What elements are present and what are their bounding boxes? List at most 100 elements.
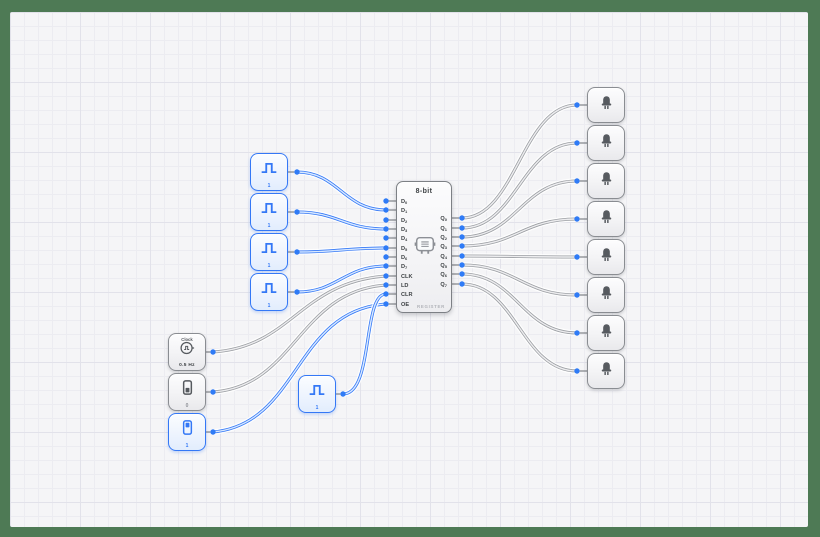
led-icon: [596, 358, 617, 384]
wire-switch-0-to-register-LD[interactable]: [210, 282, 389, 395]
register-input-pin-label: CLR: [401, 291, 413, 298]
led-3[interactable]: [587, 163, 625, 199]
led-1[interactable]: [587, 87, 625, 123]
pulse-icon: [258, 157, 280, 184]
connection-node-dot[interactable]: [383, 291, 389, 297]
pulse-button-clr[interactable]: 1: [298, 375, 336, 413]
pulse-value-label: 1: [315, 404, 319, 411]
pulse-button-2[interactable]: 1: [250, 193, 288, 231]
register-output-pin-label: Q0: [440, 215, 447, 222]
connection-node-dot[interactable]: [574, 330, 580, 336]
wire-register-Q7-to-led-8[interactable]: [459, 281, 580, 374]
connection-node-dot[interactable]: [574, 254, 580, 260]
register-output-pin-label: Q2: [440, 234, 447, 241]
wire-pulse-clr-to-register-CLR[interactable]: [340, 291, 389, 397]
connection-node-dot[interactable]: [383, 254, 389, 260]
pulse-icon: [258, 277, 280, 304]
toggle-switch-1[interactable]: 1: [168, 413, 206, 451]
connection-node-dot[interactable]: [383, 217, 389, 223]
register-output-pin-label: Q3: [440, 243, 447, 250]
wire-clock-to-register-CLK[interactable]: [210, 273, 389, 355]
wire-pulse-input-4-to-register-D7[interactable]: [294, 263, 389, 295]
connection-node-dot[interactable]: [459, 243, 465, 249]
connection-node-dot[interactable]: [294, 209, 300, 215]
wire-register-Q4-to-led-5[interactable]: [459, 253, 580, 260]
led-4[interactable]: [587, 201, 625, 237]
connection-node-dot[interactable]: [383, 263, 389, 269]
toggle-switch-0[interactable]: 0: [168, 373, 206, 411]
connection-node-dot[interactable]: [459, 225, 465, 231]
wire-pulse-input-1-to-register-D1[interactable]: [294, 169, 389, 213]
pulse-icon: [258, 197, 280, 224]
connection-node-dot[interactable]: [574, 216, 580, 222]
connection-node-dot[interactable]: [294, 289, 300, 295]
wire-register-Q3-to-led-4[interactable]: [459, 216, 580, 249]
switch-value-label: 1: [185, 442, 189, 449]
wire-pulse-input-2-to-register-D3[interactable]: [294, 209, 389, 232]
led-icon: [596, 130, 617, 156]
register-input-pin-label: D0: [401, 198, 408, 205]
connection-node-dot[interactable]: [383, 198, 389, 204]
connection-node-dot[interactable]: [210, 349, 216, 355]
clock-component[interactable]: Clock 0.5 Hz: [168, 333, 206, 371]
connection-node-dot[interactable]: [574, 368, 580, 374]
connection-node-dot[interactable]: [574, 102, 580, 108]
connection-node-dot[interactable]: [383, 301, 389, 307]
register-output-pin-label: Q4: [440, 253, 447, 260]
connection-node-dot[interactable]: [459, 281, 465, 287]
register-input-pin-label: D4: [401, 235, 408, 242]
wire-pulse-input-3-to-register-D5[interactable]: [294, 245, 389, 255]
connection-node-dot[interactable]: [459, 271, 465, 277]
connection-node-dot[interactable]: [383, 226, 389, 232]
led-5[interactable]: [587, 239, 625, 275]
connection-node-dot[interactable]: [459, 262, 465, 268]
led-7[interactable]: [587, 315, 625, 351]
wire-register-Q2-to-led-3[interactable]: [459, 178, 580, 240]
clock-frequency: 0.5 Hz: [179, 362, 195, 368]
connection-node-dot[interactable]: [383, 245, 389, 251]
wire-switch-1-to-register-OE[interactable]: [210, 301, 389, 435]
connection-node-dot[interactable]: [574, 292, 580, 298]
pulse-button-1[interactable]: 1: [250, 153, 288, 191]
led-6[interactable]: [587, 277, 625, 313]
clock-waveform-icon: [177, 338, 197, 363]
led-8[interactable]: [587, 353, 625, 389]
connection-node-dot[interactable]: [574, 140, 580, 146]
connection-node-dot[interactable]: [459, 215, 465, 221]
led-2[interactable]: [587, 125, 625, 161]
connection-node-dot[interactable]: [383, 235, 389, 241]
register-input-pin-label: CLK: [401, 273, 413, 280]
wire-register-Q0-to-led-1[interactable]: [459, 102, 580, 221]
wire-register-Q6-to-led-7[interactable]: [459, 271, 580, 336]
register-output-pin-label: Q6: [440, 271, 447, 278]
connection-node-dot[interactable]: [294, 169, 300, 175]
led-icon: [596, 206, 617, 232]
pulse-button-4[interactable]: 1: [250, 273, 288, 311]
pulse-button-3[interactable]: 1: [250, 233, 288, 271]
wire-register-Q1-to-led-2[interactable]: [459, 140, 580, 231]
register-output-pin-label: Q7: [440, 281, 447, 288]
connection-node-dot[interactable]: [210, 429, 216, 435]
register-input-pin-label: D5: [401, 245, 408, 252]
connection-node-dot[interactable]: [383, 273, 389, 279]
register-input-pin-label: LD: [401, 282, 409, 289]
pulse-value-label: 1: [267, 182, 271, 189]
connection-node-dot[interactable]: [210, 389, 216, 395]
clock-title: Clock: [181, 337, 193, 342]
register-output-pin-label: Q5: [440, 262, 447, 269]
wire-register-Q5-to-led-6[interactable]: [459, 262, 580, 298]
pulse-value-label: 1: [267, 302, 271, 309]
connection-node-dot[interactable]: [383, 282, 389, 288]
connection-node-dot[interactable]: [294, 249, 300, 255]
connection-node-dot[interactable]: [383, 207, 389, 213]
connection-node-dot[interactable]: [574, 178, 580, 184]
register-input-pin-label: D6: [401, 254, 408, 261]
connection-node-dot[interactable]: [459, 253, 465, 259]
connection-node-dot[interactable]: [340, 391, 346, 397]
connection-node-dot[interactable]: [459, 234, 465, 240]
pulse-value-label: 1: [267, 262, 271, 269]
register-title: 8-bit: [415, 188, 433, 195]
